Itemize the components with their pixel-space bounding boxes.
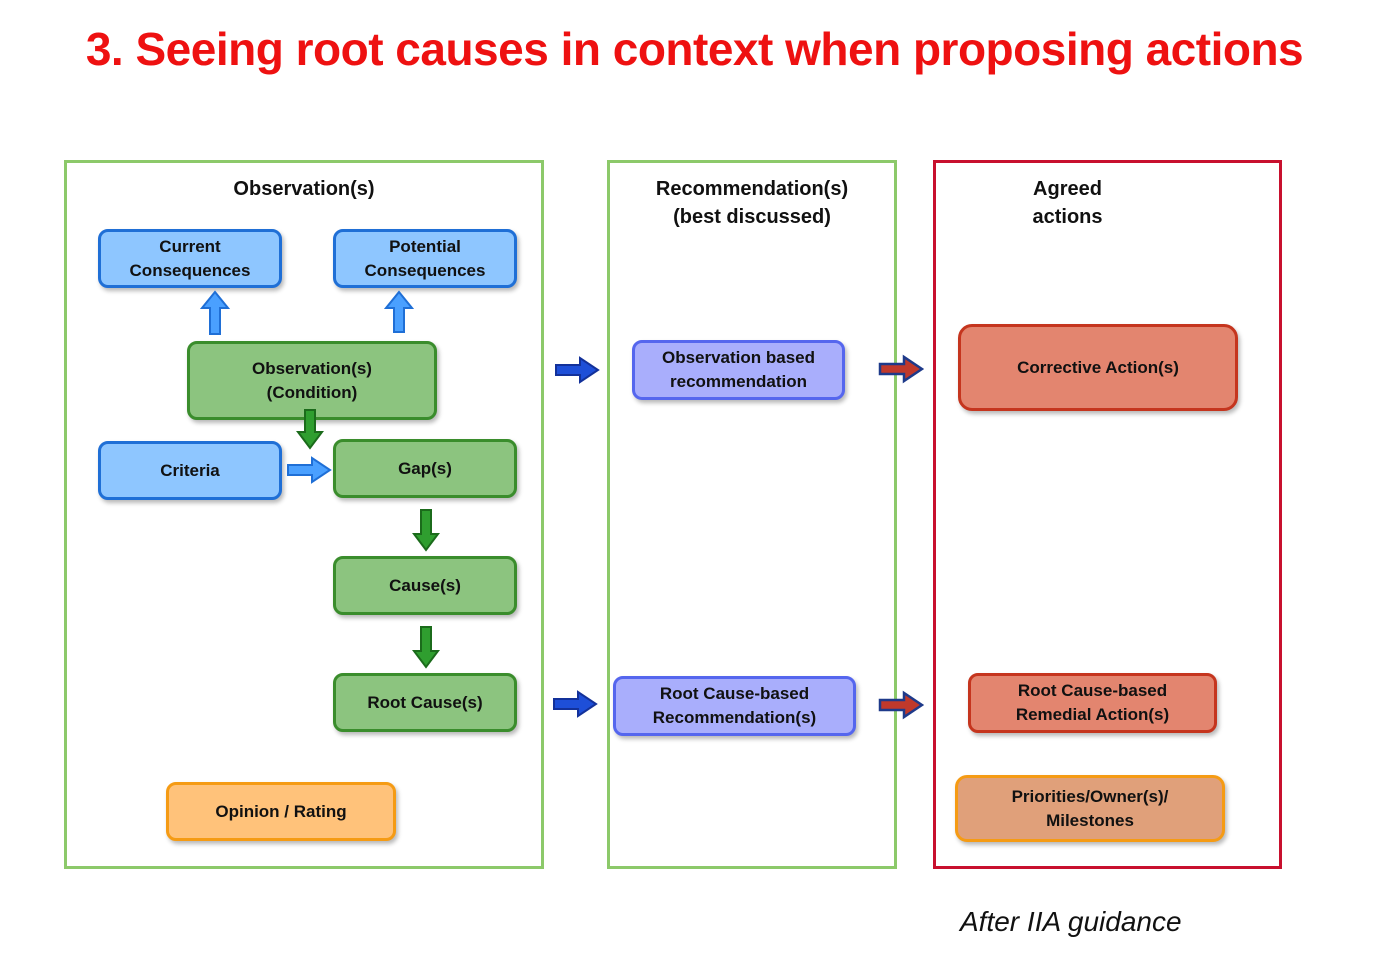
priorities-owners-milestones-box: Priorities/Owner(s)/ Milestones xyxy=(955,775,1225,842)
footnote: After IIA guidance xyxy=(960,906,1182,937)
observation-based-recommendation-box: Observation based recommendation xyxy=(632,340,845,400)
arrow-criteria-to-gaps xyxy=(287,456,332,484)
gaps-box: Gap(s) xyxy=(333,439,517,498)
potential-consequences-box: Potential Consequences xyxy=(333,229,517,288)
opinion-rating-box: Opinion / Rating xyxy=(166,782,396,841)
agreed-actions-heading: Agreed actions xyxy=(1032,178,1103,228)
page-title: 3. Seeing root causes in context when pr… xyxy=(85,23,1304,75)
arrow-down-to-gaps xyxy=(296,409,324,450)
arrow-up-to-potential-consequences xyxy=(384,290,414,333)
arrow-recommendation-to-corrective-action xyxy=(878,354,924,384)
causes-box: Cause(s) xyxy=(333,556,517,615)
arrow-recommendation-to-remedial-action xyxy=(878,690,924,720)
current-consequences-box: Current Consequences xyxy=(98,229,282,288)
recommendations-heading: Recommendation(s) (best discussed) xyxy=(655,178,849,228)
corrective-actions-box: Corrective Action(s) xyxy=(958,324,1238,411)
root-cause-based-recommendation-box: Root Cause-based Recommendation(s) xyxy=(613,676,856,736)
arrow-down-to-root-causes xyxy=(412,626,440,669)
arrow-observations-to-recommendation xyxy=(555,356,600,384)
root-cause-remedial-action-box: Root Cause-based Remedial Action(s) xyxy=(968,673,1217,733)
observations-panel: Observation(s) xyxy=(64,160,544,869)
agreed-actions-panel: Agreed actions xyxy=(933,160,1282,869)
arrow-up-to-current-consequences xyxy=(200,290,230,335)
criteria-box: Criteria xyxy=(98,441,282,500)
root-causes-box: Root Cause(s) xyxy=(333,673,517,732)
arrow-down-to-causes xyxy=(412,509,440,552)
observation-condition-box: Observation(s) (Condition) xyxy=(187,341,437,420)
observations-heading: Observation(s) xyxy=(233,178,375,200)
arrow-root-causes-to-recommendation xyxy=(553,690,598,718)
recommendations-panel: Recommendation(s) (best discussed) xyxy=(607,160,897,869)
